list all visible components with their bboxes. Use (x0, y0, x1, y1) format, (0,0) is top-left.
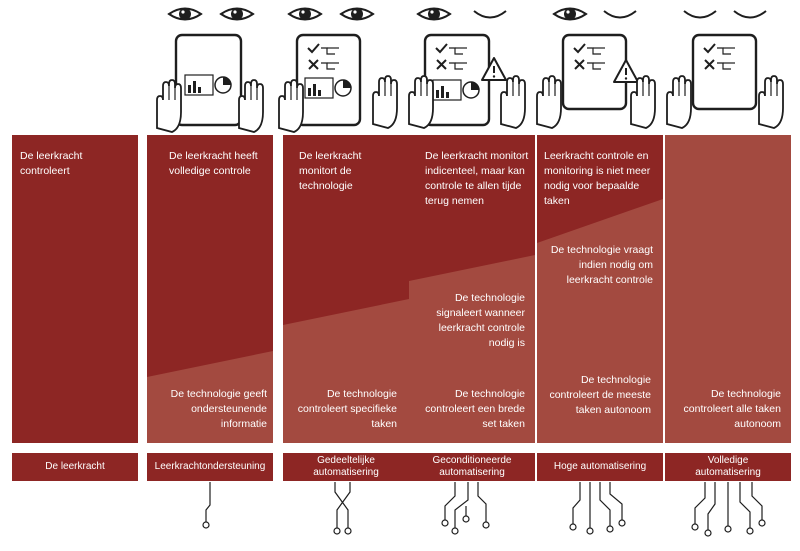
circuit-lines-icon (694, 482, 763, 530)
column-4-panel: De leerkracht monitort indicenteel, maar… (409, 135, 535, 443)
column-5-eyes (553, 7, 637, 21)
column-4-middle-text: De technologie signaleert wanneer leerkr… (436, 292, 525, 349)
column-3-technology-area (283, 299, 409, 443)
hand-icon (156, 79, 182, 133)
tablet-icon (691, 33, 758, 111)
column-1-top-text: De leerkracht controleert (20, 150, 83, 177)
circuit-lines-icon (572, 482, 623, 528)
column-5-technology-area (537, 199, 663, 443)
raised-hand-icon (666, 75, 692, 129)
raised-hand-icon (536, 75, 562, 129)
column-2-tablet (156, 33, 264, 133)
level-label-6: Volledige automatisering (665, 453, 791, 481)
column-3-top-text: De leerkracht monitort de technologie (299, 150, 362, 192)
level-label-3-text: Gedeeltelijke automatisering (313, 455, 379, 478)
eye-icon (340, 7, 374, 21)
raised-hand-icon (758, 75, 784, 129)
column-4-tablet (408, 33, 526, 129)
column-2-eyes (168, 7, 254, 21)
level-label-1: De leerkracht (12, 453, 138, 481)
hand-icon (278, 79, 304, 133)
eye-icon (553, 7, 587, 21)
column-2-panel: De leerkracht heeft volledige controle D… (147, 135, 273, 443)
closed-eye-icon (603, 10, 637, 19)
column-6-eyes (683, 10, 767, 19)
level-label-2-text: Leerkrachtondersteuning (154, 461, 266, 472)
hand-icon (238, 79, 264, 133)
circuit-lines-icon (205, 482, 211, 522)
column-6-technology-area (665, 135, 791, 443)
closed-eye-icon (733, 10, 767, 19)
level-label-1-text: De leerkracht (45, 461, 105, 472)
eye-icon (417, 7, 451, 21)
circuit-lines-icon (444, 482, 487, 528)
column-5-middle-text: De technologie vraagt indien nodig om le… (550, 244, 653, 286)
circuit-lines (202, 482, 766, 537)
closed-eye-icon (473, 10, 507, 19)
level-label-3: Gedeeltelijke automatisering (283, 453, 409, 481)
tablet-icon (561, 33, 628, 111)
column-6-tablet (666, 33, 784, 129)
chart-icon (184, 74, 232, 96)
column-3-tablet (278, 33, 398, 133)
closed-eye-icon (683, 10, 717, 19)
column-5-bottom-text: De technologie controleert de meeste tak… (549, 374, 651, 416)
column-5-panel: Leerkracht controle en monitoring is nie… (537, 135, 663, 443)
column-3-panel: De leerkracht monitort de technologie De… (283, 135, 409, 443)
level-label-2: Leerkrachtondersteuning (147, 453, 273, 481)
circuit-lines-icon (334, 482, 351, 528)
level-label-4-text: Geconditioneerde automatisering (432, 455, 512, 478)
column-6-panel: De technologie controleert alle taken au… (665, 135, 791, 443)
raised-hand-icon (500, 75, 526, 129)
column-2-top-text: De leerkracht heeft volledige controle (169, 150, 258, 177)
column-2-bottom-text: De technologie geeft ondersteunende info… (170, 388, 267, 430)
chart-icon (432, 79, 480, 101)
raised-hand-icon (630, 75, 656, 129)
column-5-top-text: Leerkracht controle en monitoring is nie… (544, 150, 651, 207)
column-4-eyes (417, 7, 507, 21)
column-4-top-text: De leerkracht monitort indicenteel, maar… (425, 150, 529, 207)
column-3-eyes (288, 7, 374, 21)
column-6-bottom-text: De technologie controleert alle taken au… (683, 388, 781, 430)
eye-icon (220, 7, 254, 21)
column-3-bottom-text: De technologie controleert specifieke ta… (297, 388, 397, 430)
column-5-tablet (536, 33, 656, 129)
eye-icon (168, 7, 202, 21)
level-label-5: Hoge automatisering (537, 453, 663, 481)
chart-icon (304, 77, 352, 99)
column-1-panel: De leerkracht controleert (12, 135, 138, 443)
column-4-bottom-text: De technologie controleert een brede set… (425, 388, 525, 430)
raised-hand-icon (408, 75, 434, 129)
level-label-6-text: Volledige automatisering (695, 455, 761, 478)
raised-hand-icon (372, 75, 398, 129)
eye-icon (288, 7, 322, 21)
level-label-5-text: Hoge automatisering (553, 461, 647, 472)
column-4-technology-area (409, 255, 535, 443)
level-label-4: Geconditioneerde automatisering (409, 453, 535, 481)
